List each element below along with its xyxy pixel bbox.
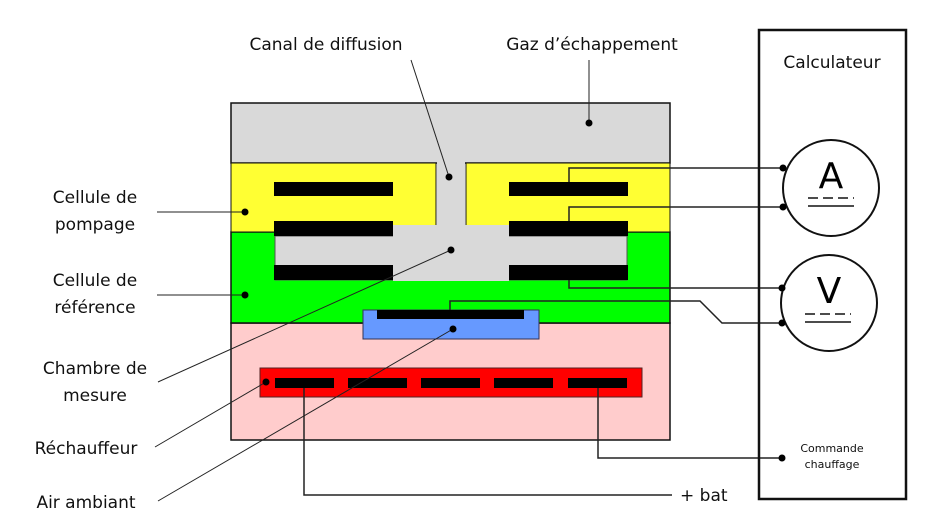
heater-segment	[348, 378, 407, 388]
pump-cell-right	[465, 162, 671, 233]
voltmeter[interactable]	[780, 254, 878, 352]
leader-canal	[410, 59, 450, 178]
label-bat: + bat	[680, 486, 728, 506]
wire-air	[449, 300, 783, 324]
leader-dots	[241, 119, 593, 386]
leader-lines	[154, 59, 590, 502]
label-chambre-1: Chambre de	[43, 359, 147, 379]
electrode-air	[377, 310, 524, 319]
ammeter[interactable]	[782, 139, 880, 237]
electrode-pump-inner-left	[274, 221, 393, 236]
terminal-dot[interactable]	[779, 203, 787, 211]
leader-dot	[447, 246, 455, 254]
label-chambre-2: mesure	[63, 386, 127, 406]
leader-dot	[585, 119, 593, 127]
heater-segments	[275, 378, 627, 388]
wiring	[303, 167, 783, 496]
label-rechauffeur: Réchauffeur	[35, 439, 138, 459]
terminal-dot[interactable]	[778, 284, 786, 292]
terminals	[778, 164, 787, 462]
dc-symbols	[805, 197, 854, 323]
terminal-dot[interactable]	[778, 319, 786, 327]
calculateur-box	[757, 28, 908, 501]
wire-bat	[303, 388, 672, 496]
heater-segment	[568, 378, 627, 388]
heater-segment	[275, 378, 334, 388]
label-gaz: Gaz d’échappement	[506, 35, 678, 55]
wire-heater-cmd	[597, 388, 783, 459]
leader-rechauffeur	[154, 381, 267, 448]
leader-dot	[262, 378, 270, 386]
exhaust-gas-layer	[230, 102, 671, 164]
leader-dot	[445, 173, 453, 181]
pump-cell-left	[230, 162, 437, 233]
electrode-ref-left	[274, 265, 393, 280]
electrode-pump-outer-left	[274, 182, 393, 196]
heater-segment	[421, 378, 480, 388]
label-reference-1: Cellule de	[53, 271, 137, 291]
leader-dot	[449, 325, 457, 333]
electrode-pump-inner-right	[509, 221, 628, 236]
electrode-pump-outer-right	[509, 182, 628, 196]
wire-pump-outer	[568, 167, 783, 182]
terminal-dot[interactable]	[778, 454, 786, 462]
voltmeter-symbol: V	[817, 271, 842, 312]
leader-dot	[241, 208, 249, 216]
label-commande-1: Commande	[800, 442, 864, 455]
label-commande-2: chauffage	[805, 458, 860, 471]
electrode-ref-right	[509, 265, 628, 280]
heater-segment	[494, 378, 553, 388]
label-canal: Canal de diffusion	[249, 35, 402, 55]
label-calculateur: Calculateur	[783, 53, 880, 73]
label-reference-2: référence	[54, 298, 135, 318]
label-pompage-1: Cellule de	[53, 188, 137, 208]
wire-pump-inner	[568, 206, 783, 221]
label-pompage-2: pompage	[55, 215, 135, 235]
terminal-dot[interactable]	[779, 164, 787, 172]
leader-chambre	[157, 249, 452, 383]
leader-air	[157, 328, 454, 502]
leader-dot	[241, 291, 249, 299]
ammeter-symbol: A	[819, 156, 844, 197]
label-air: Air ambiant	[36, 493, 135, 513]
wire-ref	[568, 280, 783, 289]
